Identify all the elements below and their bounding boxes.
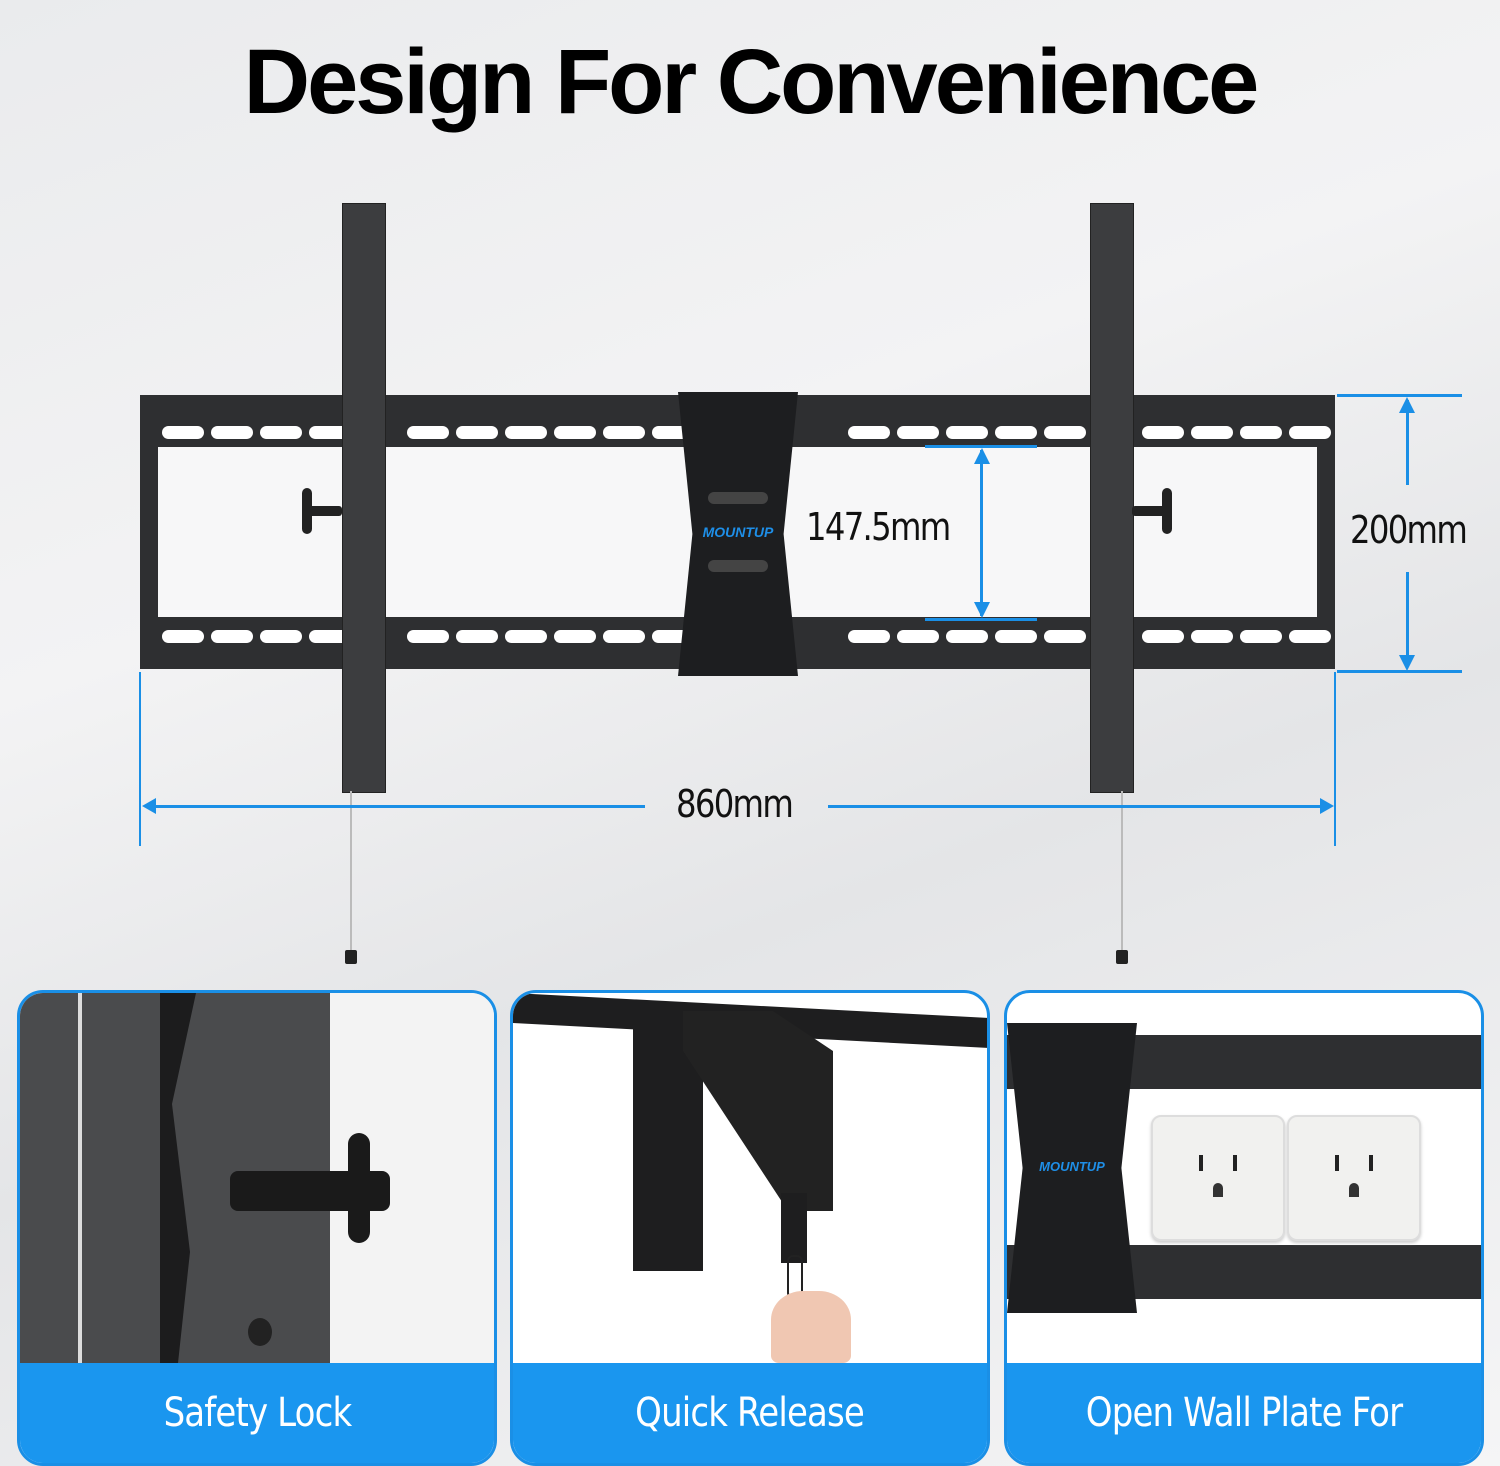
- rail-slot: [1191, 630, 1233, 643]
- arrow-up-icon: [974, 448, 990, 464]
- rail-slot: [1240, 630, 1282, 643]
- rail-slot: [505, 426, 547, 439]
- rail-slot: [211, 426, 253, 439]
- right-pull-cord: [1121, 791, 1123, 951]
- brand-logo: MOUNTUP: [702, 524, 774, 540]
- rail-slot: [456, 426, 498, 439]
- rail-slot: [848, 630, 890, 643]
- brand-logo: MOUNTUP: [1039, 1159, 1105, 1174]
- rail-slot: [897, 630, 939, 643]
- feature-label: Safety Lock: [20, 1363, 494, 1463]
- rail-slot: [407, 630, 449, 643]
- feature-card-safety-lock: Safety Lock: [17, 990, 497, 1466]
- right-pull-tab-icon: [1116, 950, 1128, 964]
- center-brand-plate: MOUNTUP: [678, 392, 798, 676]
- arrow-left-icon: [142, 798, 156, 814]
- rail-slot: [946, 426, 988, 439]
- rail-slot: [995, 630, 1037, 643]
- arrow-right-icon: [1320, 798, 1334, 814]
- rail-slot: [1191, 426, 1233, 439]
- rail-slot: [1044, 426, 1086, 439]
- right-frame: [1317, 395, 1335, 669]
- rail-slot: [603, 426, 645, 439]
- rail-slot: [1289, 630, 1331, 643]
- rail-slot: [995, 426, 1037, 439]
- wall-outlet-icon: [1287, 1115, 1421, 1241]
- wall-outlet-icon: [1151, 1115, 1285, 1241]
- rail-slot: [456, 630, 498, 643]
- rail-slot: [162, 630, 204, 643]
- screw-icon: [248, 1318, 272, 1346]
- rail-slot: [211, 630, 253, 643]
- rail-slot: [407, 426, 449, 439]
- left-safety-knob-icon: [298, 488, 342, 534]
- rail-slot: [505, 630, 547, 643]
- right-safety-knob-icon: [1132, 488, 1176, 534]
- rail-slot: [554, 426, 596, 439]
- hand-icon: [771, 1291, 851, 1363]
- inner-spacing-label: 147.5mm: [806, 505, 951, 549]
- left-frame: [140, 395, 158, 669]
- feature-label: Open Wall Plate For Outlet: [1007, 1363, 1481, 1463]
- width-label: 860mm: [676, 782, 794, 826]
- rail-slot: [1044, 630, 1086, 643]
- feature-label: Quick Release: [513, 1363, 987, 1463]
- left-pull-cord: [350, 791, 352, 951]
- left-upright-arm: [342, 203, 386, 793]
- rail-slot: [1289, 426, 1331, 439]
- rail-slot: [848, 426, 890, 439]
- rail-slot: [554, 630, 596, 643]
- rail-slot: [309, 630, 351, 643]
- arrow-up-icon: [1399, 397, 1415, 413]
- safety-lock-knob-icon: [230, 1133, 400, 1243]
- rail-slot: [309, 426, 351, 439]
- feature-card-quick-release: Quick Release: [510, 990, 990, 1466]
- rail-slot: [260, 630, 302, 643]
- rail-slot: [946, 630, 988, 643]
- left-pull-tab-icon: [345, 950, 357, 964]
- rail-slot: [897, 426, 939, 439]
- height-label: 200mm: [1350, 508, 1468, 552]
- rail-slot: [1240, 426, 1282, 439]
- rail-slot: [603, 630, 645, 643]
- arrow-down-icon: [974, 602, 990, 618]
- rail-slot: [162, 426, 204, 439]
- rail-slot: [1142, 426, 1184, 439]
- arrow-down-icon: [1399, 655, 1415, 671]
- page-title: Design For Convenience: [243, 31, 1260, 133]
- right-upright-arm: [1090, 203, 1134, 793]
- feature-card-open-wall-plate: MOUNTUP Open Wall Plate For Outlet: [1004, 990, 1484, 1466]
- rail-slot: [260, 426, 302, 439]
- rail-slot: [1142, 630, 1184, 643]
